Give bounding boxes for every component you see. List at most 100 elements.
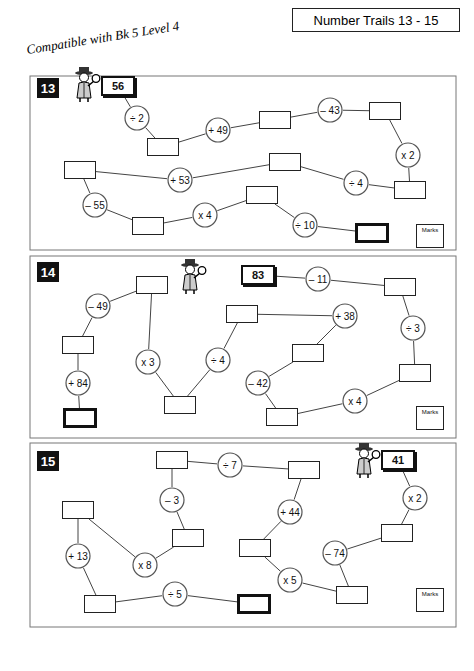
trail-line (78, 396, 80, 408)
answer-box (132, 217, 164, 235)
trail-line (164, 217, 192, 222)
trail-line (258, 314, 332, 315)
operation-circle: – 42 (245, 370, 271, 396)
operation-circle: ÷ 10 (292, 212, 318, 238)
operation-circle: + 49 (205, 117, 231, 143)
operation-text: ÷ 10 (295, 220, 314, 231)
operation-text: ÷ 5 (168, 589, 182, 600)
box-text: Marks (422, 227, 438, 233)
operation-text: – 49 (88, 301, 107, 312)
circle-outline (218, 453, 242, 477)
trail-line (83, 318, 92, 336)
answer-box (156, 451, 188, 469)
operation-circle: + 13 (65, 543, 91, 569)
trail-line (367, 380, 399, 395)
operation-text: x 5 (283, 575, 296, 586)
answer-box (63, 408, 97, 428)
circle-outline (83, 193, 107, 217)
operation-text: ÷ 7 (223, 460, 237, 471)
trail-line (89, 519, 135, 557)
answer-box (369, 102, 401, 120)
circle-outline (403, 486, 427, 510)
trail-line (340, 565, 348, 586)
trail-line (275, 276, 305, 278)
operation-circle: – 49 (85, 293, 111, 319)
operation-text: x 2 (401, 150, 414, 161)
operation-circle: + 84 (65, 370, 91, 396)
trail-line (265, 394, 275, 408)
trail-line (301, 167, 344, 180)
trail-line (96, 172, 167, 179)
circle-outline (344, 171, 368, 195)
operation-circle: + 38 (332, 303, 358, 329)
trail-line (369, 185, 394, 188)
trail-line (188, 461, 217, 464)
answer-box (172, 529, 204, 547)
callout-number: 14 (41, 265, 55, 280)
answer-box (239, 539, 271, 557)
answer-box (266, 408, 298, 426)
answer-box (62, 336, 94, 354)
detective-clipart (355, 443, 380, 478)
trail-line (179, 134, 206, 142)
trail-line (188, 596, 237, 602)
answer-box (336, 586, 368, 604)
operation-text: x 8 (138, 560, 151, 571)
trail-line (78, 519, 79, 543)
operation-text: x 4 (348, 396, 361, 407)
detective-clipart (181, 259, 206, 294)
circle-outline (333, 304, 357, 328)
operation-circle: + 53 (167, 167, 193, 193)
circle-outline (206, 348, 230, 372)
detective-clipart (75, 67, 100, 102)
operation-circle: ÷ 4 (205, 347, 231, 373)
trail-line (193, 165, 269, 178)
trail-line (149, 294, 152, 349)
circle-outline (343, 389, 367, 413)
box-text: 41 (392, 454, 404, 466)
panel-frame (30, 256, 456, 438)
operation-text: – 3 (165, 495, 179, 506)
trail-line (331, 280, 384, 285)
trail-line (172, 469, 173, 487)
trail-number-badge: 15 (37, 451, 59, 471)
circle-outline (133, 553, 157, 577)
operation-circle: ÷ 7 (217, 452, 243, 478)
circle-outline (396, 143, 420, 167)
trail-line (403, 296, 409, 316)
trail-line (275, 204, 294, 218)
operation-circle: ÷ 2 (124, 105, 150, 131)
connector-layer (78, 96, 415, 602)
trail-line (402, 470, 409, 486)
trail-line (243, 466, 288, 469)
operation-text: ÷ 3 (406, 323, 420, 334)
circle-outline (278, 568, 302, 592)
answer-box (164, 396, 196, 414)
operation-text: – 11 (309, 274, 328, 285)
circle-outline (293, 213, 317, 237)
circle-outline (125, 106, 149, 130)
operation-text: ÷ 4 (349, 178, 363, 189)
operation-text: ÷ 4 (211, 355, 225, 366)
marks-box: Marks (416, 224, 444, 248)
operation-text: x 2 (408, 493, 421, 504)
callout-number: 13 (41, 81, 55, 96)
panel-frame (30, 76, 456, 250)
trail-line (177, 512, 184, 529)
operation-circle: – 43 (317, 97, 343, 123)
trail-line (317, 325, 336, 344)
answer-box (136, 276, 168, 294)
circle-outline (401, 316, 425, 340)
answer-box (62, 501, 94, 519)
answer-box (147, 138, 179, 156)
circle-outline (306, 267, 330, 291)
circle-outline (193, 203, 217, 227)
operation-text: + 38 (335, 311, 355, 322)
operation-circle: x 4 (342, 388, 368, 414)
circle-outline (163, 582, 187, 606)
operation-circle: x 2 (395, 142, 421, 168)
answer-box (288, 461, 320, 479)
callout-number: 15 (41, 454, 55, 469)
operation-text: + 84 (68, 378, 88, 389)
answer-box (84, 595, 116, 613)
